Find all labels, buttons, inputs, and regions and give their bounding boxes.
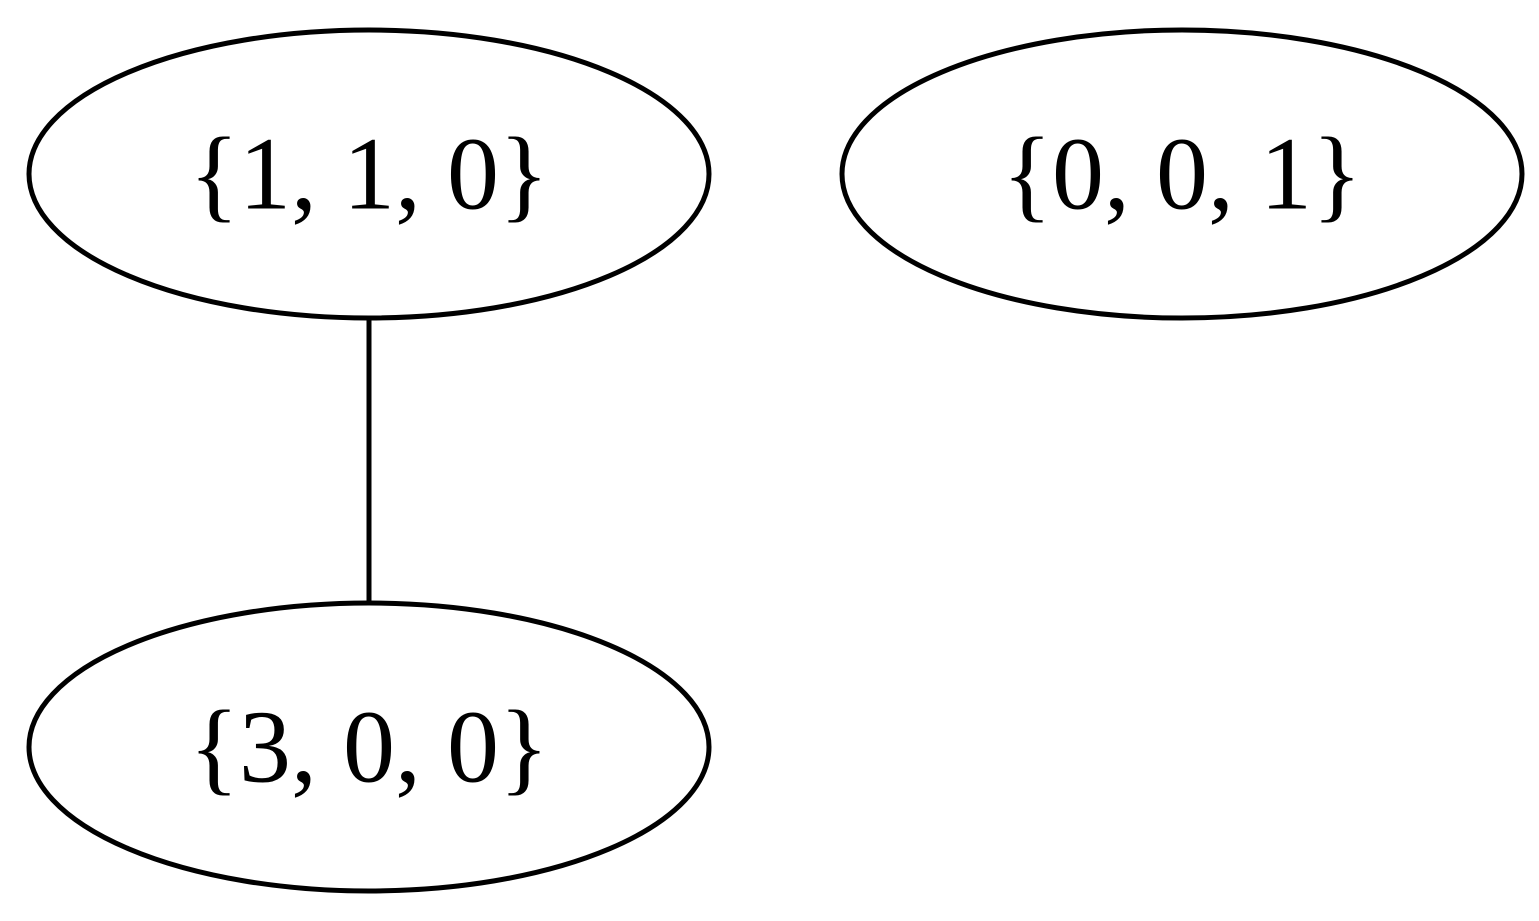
node-n300[interactable]: {3, 0, 0}	[26, 600, 712, 894]
node-n001-label: {0, 0, 1}	[1002, 117, 1362, 232]
node-n300-label: {3, 0, 0}	[189, 690, 549, 805]
node-n300-ellipse	[26, 600, 712, 894]
node-n110-label: {1, 1, 0}	[189, 117, 549, 232]
node-n001[interactable]: {0, 0, 1}	[839, 27, 1525, 321]
node-n110[interactable]: {1, 1, 0}	[26, 27, 712, 321]
node-n110-ellipse	[26, 27, 712, 321]
node-n001-ellipse	[839, 27, 1525, 321]
